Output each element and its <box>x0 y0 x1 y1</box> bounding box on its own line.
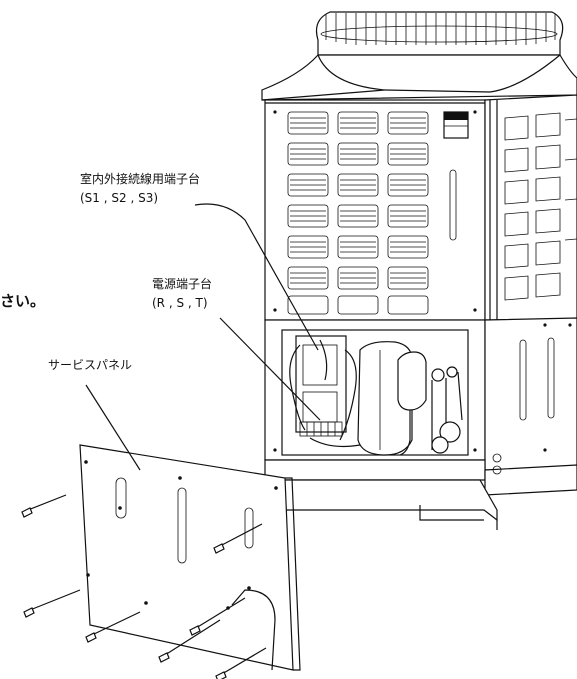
front-grille <box>287 111 429 315</box>
label-power-terminal: 電源端子台 <box>152 277 213 291</box>
side-grille <box>504 112 577 301</box>
fan-guard <box>315 11 564 56</box>
label-power-terminal-codes: (R , S , T) <box>152 296 208 310</box>
label-indoor-outdoor-terminal-codes: (S1 , S2 , S3) <box>80 191 159 205</box>
label-service-panel: サービスパネル <box>48 358 133 372</box>
service-panel-drawing <box>79 444 301 671</box>
terminal-block <box>299 421 343 437</box>
cut-off-text: さい。 <box>0 292 46 310</box>
label-indoor-outdoor-terminal: 室内外接続線用端子台 <box>80 172 201 186</box>
screw-icon <box>21 494 267 679</box>
